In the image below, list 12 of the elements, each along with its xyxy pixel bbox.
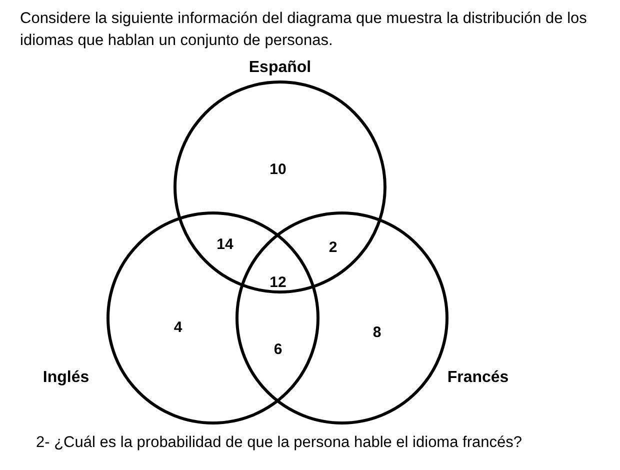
- set-label: Español: [248, 58, 312, 78]
- region-count: 4: [172, 319, 184, 337]
- region-count: 6: [272, 341, 284, 359]
- region-count: 8: [372, 324, 382, 342]
- region-count: 2: [328, 239, 338, 257]
- set-label: Francés: [446, 368, 510, 388]
- region-count: 14: [216, 236, 234, 254]
- set-label: Inglés: [42, 368, 90, 388]
- region-count: 12: [268, 274, 288, 292]
- question-text: Considere la siguiente información del diagrama que muestra la distribución de los idiomas que hablan un conjunto de personas.: [20, 9, 588, 51]
- question-text: 2- ¿Cuál es la probabilidad de que la persona hable el idioma francés?: [36, 433, 522, 453]
- region-count: 10: [268, 161, 288, 179]
